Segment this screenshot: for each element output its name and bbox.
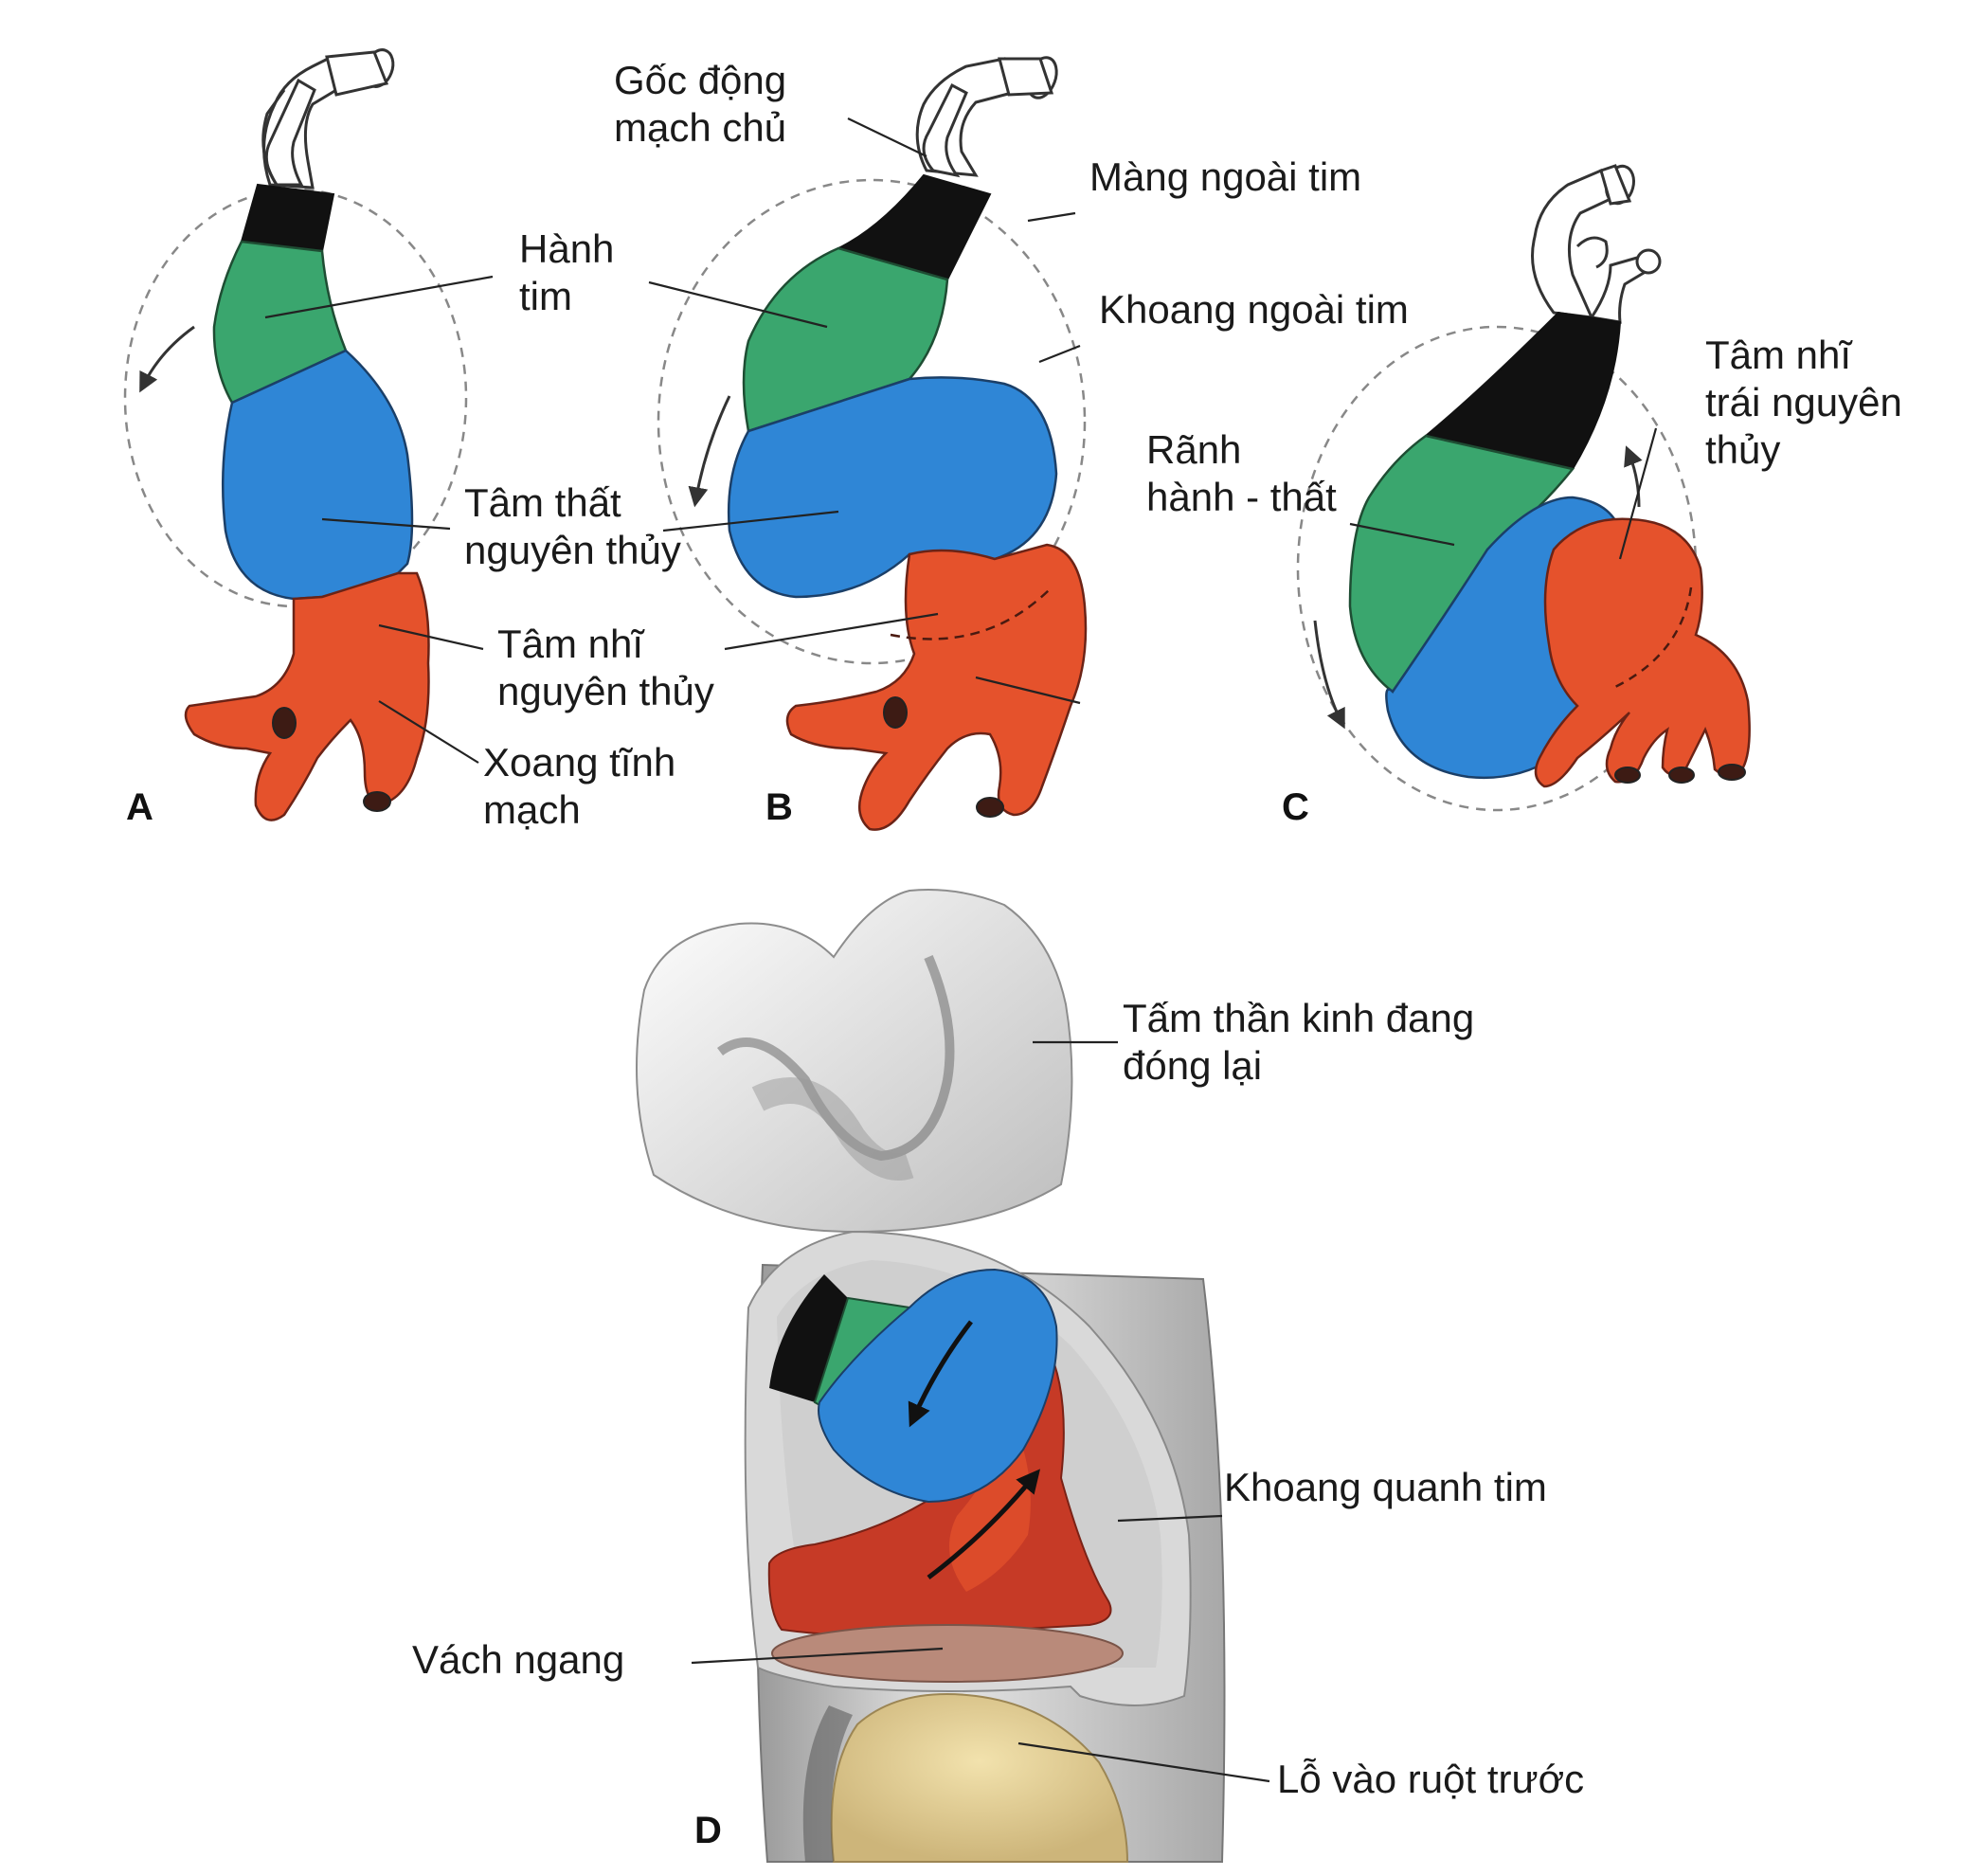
rotation-arrow-d-blue: [908, 1320, 973, 1428]
panel-letter-b: B: [765, 786, 793, 828]
label-aortic-root-line-1: Gốc động: [614, 58, 787, 102]
rotation-arrow-b: [688, 395, 731, 508]
leader-lines: [264, 117, 1658, 1783]
primitive-atrium-red-b: [785, 543, 1088, 831]
vein-opening-b2: [976, 797, 1004, 818]
label-bulbus-cordis: Hành tim: [519, 225, 614, 320]
vein-opening-c3: [1718, 764, 1746, 781]
label-aortic-root: Gốc động mạch chủ: [614, 57, 786, 152]
label-left-atrium-line-2: trái nguyên: [1705, 380, 1902, 424]
label-aortic-root-line-2: mạch chủ: [614, 105, 787, 150]
vein-opening-c1: [1614, 767, 1641, 784]
label-neural-plate-line-2: đóng lại: [1123, 1043, 1263, 1088]
vein-opening-b1: [883, 696, 908, 729]
label-primitive-ventricle: Tâm thất nguyên thủy: [464, 479, 681, 574]
aortic-root-vessels-b: [915, 56, 1058, 178]
label-left-atrium-line-1: Tâm nhĩ: [1705, 333, 1852, 377]
label-sinus-line-2: mạch: [483, 787, 581, 832]
vein-opening-a2: [363, 791, 391, 812]
atrium-boundary-dashed-c: [1614, 586, 1693, 689]
panel-letter-c: C: [1282, 786, 1309, 828]
label-primitive-atrium: Tâm nhĩ nguyên thủy: [497, 621, 714, 715]
label-sinus-line-1: Xoang tĩnh: [483, 740, 676, 785]
aortic-root-vessels-a: [261, 48, 395, 189]
atrium-boundary-dashed-b: [890, 586, 1053, 640]
primitive-ventricle-blue-d: [818, 1268, 1058, 1504]
rotation-arrow-c-right: [1624, 445, 1643, 508]
rotation-arrow-c-left: [1313, 620, 1345, 730]
label-atrium-line-2: nguyên thủy: [497, 669, 714, 713]
panel-d-embryo-section: [636, 876, 1226, 1863]
panel-a-heart-tube: [123, 48, 468, 821]
panel-c-heart-tube: [1296, 164, 1751, 812]
pericardium-dashed-b: [657, 178, 1087, 665]
label-pericardial-cavity: Khoang quanh tim: [1224, 1465, 1547, 1509]
outflow-black-d: [769, 1274, 848, 1402]
label-sulcus-line-1: Rãnh: [1146, 427, 1242, 472]
outflow-black-a: [240, 183, 335, 253]
rotation-arrow-a: [139, 325, 195, 393]
label-atrium-line-1: Tâm nhĩ: [497, 622, 644, 666]
label-bulboventricular-sulcus: Rãnh hành - thất: [1146, 426, 1337, 521]
vein-opening-a1: [272, 707, 297, 739]
label-bulbus-cordis-line-1: Hành: [519, 226, 615, 271]
label-pericardium: Màng ngoài tim: [1089, 154, 1362, 199]
panel-letter-a: A: [126, 786, 153, 828]
label-ventricle-line-1: Tâm thất: [464, 480, 621, 525]
vein-opening-c2: [1668, 767, 1695, 784]
label-bulbus-cordis-line-2: tim: [519, 274, 572, 318]
label-septum-transversum: Vách ngang: [412, 1637, 625, 1682]
foregut-wall-left: [802, 1705, 853, 1862]
septum-transversum: [771, 1624, 1124, 1683]
primitive-atrium-red-a: [184, 571, 430, 821]
bulbus-cordis-green-b: [742, 246, 949, 433]
label-left-atrium-line-3: thủy: [1705, 427, 1781, 472]
neural-plate-folds: [636, 889, 1073, 1234]
neural-groove-shadow: [751, 1077, 914, 1181]
label-neural-plate-line-1: Tấm thần kinh đang: [1123, 996, 1475, 1040]
label-pericardial-cavity-top: Khoang ngoài tim: [1099, 287, 1409, 332]
label-ventricle-line-2: nguyên thủy: [464, 528, 681, 572]
primitive-atrium-red-c: [1534, 517, 1751, 788]
label-left-primitive-atrium: Tâm nhĩ trái nguyên thủy: [1705, 332, 1902, 474]
panel-b-heart-tube: [657, 56, 1088, 831]
aortic-root-vessels-c: [1531, 164, 1662, 324]
label-foregut-opening: Lỗ vào ruột trước: [1277, 1757, 1585, 1801]
label-sulcus-line-2: hành - thất: [1146, 475, 1337, 519]
bulbus-cordis-green-a: [212, 240, 348, 405]
label-sinus-venosus: Xoang tĩnh mạch: [483, 739, 675, 834]
panel-letter-d: D: [694, 1810, 722, 1851]
foregut-opening: [830, 1693, 1129, 1863]
rotation-arrow-d-red: [927, 1469, 1041, 1579]
label-neural-plate: Tấm thần kinh đang đóng lại: [1123, 995, 1474, 1090]
